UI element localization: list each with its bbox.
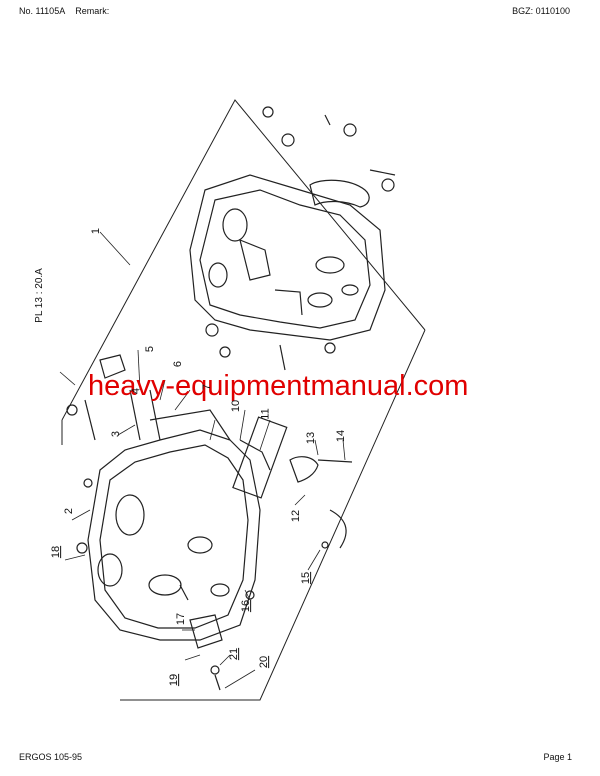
callout-6: 6	[172, 360, 185, 368]
watermark: heavy-equipmentmanual.com	[88, 370, 469, 402]
frame-line-bottom	[120, 329, 426, 701]
scale-label: PL 13 : 20.A	[33, 268, 45, 323]
header-left: No. 11105A Remark:	[19, 6, 109, 16]
callout-12: 12	[290, 509, 303, 523]
callout-4: 4	[130, 387, 143, 395]
callout-5: 5	[144, 345, 157, 353]
page-number: Page 1	[543, 752, 572, 762]
callout-14: 14	[335, 429, 348, 443]
callout-20: 20	[258, 655, 271, 669]
callout-19: 19	[168, 673, 181, 687]
callout-16: 16	[240, 599, 253, 613]
callout-13: 13	[305, 431, 318, 445]
callout-21: 21	[228, 647, 241, 661]
callout-2: 2	[63, 507, 76, 515]
frame-line-top	[61, 99, 426, 421]
callout-10: 10	[230, 399, 243, 413]
remark-label: Remark:	[75, 6, 110, 16]
lower-housing	[66, 354, 353, 691]
callout-3: 3	[110, 430, 123, 438]
callout-1: 1	[90, 227, 103, 235]
upper-housing	[189, 106, 396, 371]
model-label: ERGOS 105-95	[19, 752, 83, 762]
callout-11: 11	[259, 408, 272, 420]
callout-15: 15	[300, 571, 313, 585]
bgz-code: BGZ: 0110100	[512, 6, 570, 16]
callout-17: 17	[175, 612, 188, 626]
callout-7: 7	[201, 383, 214, 391]
callout-18: 18	[50, 545, 63, 559]
document-number: No. 11105A	[19, 6, 65, 16]
leader-lines	[59, 231, 346, 689]
